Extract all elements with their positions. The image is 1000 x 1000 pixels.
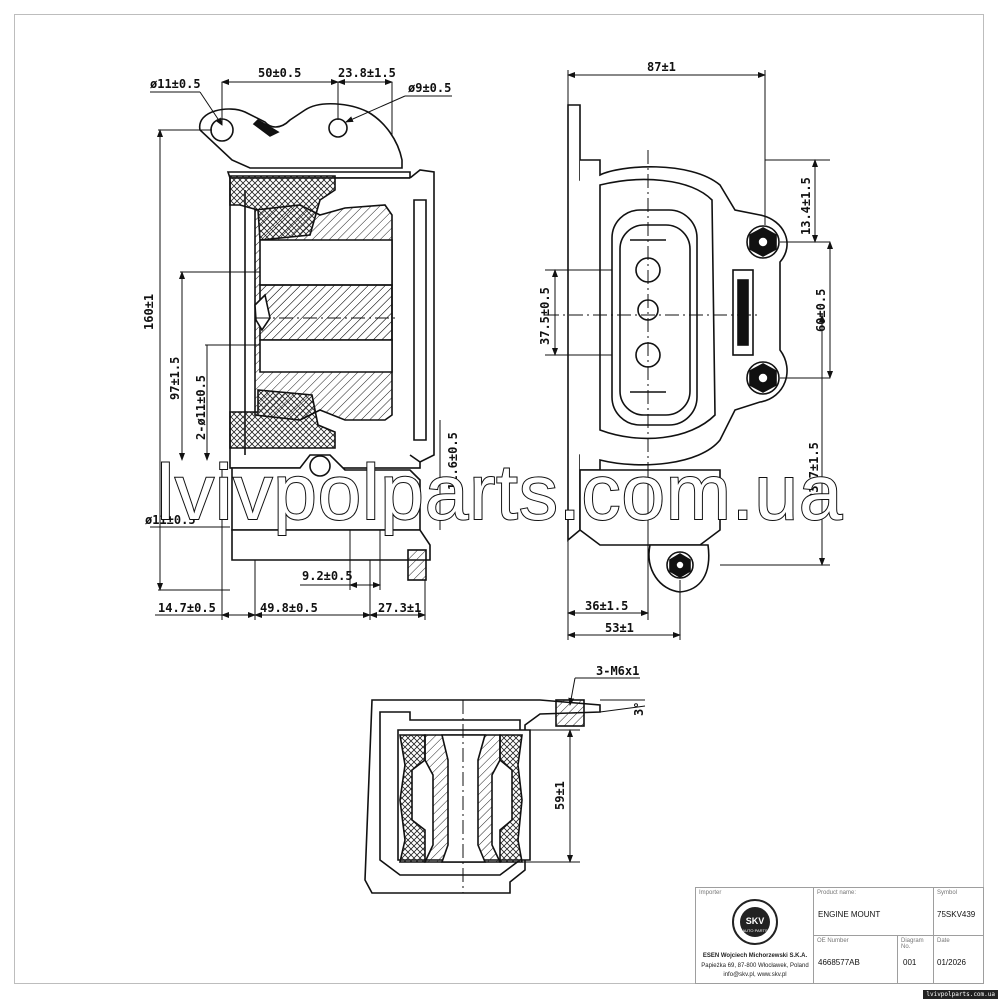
dim-base-2: 49.8±0.5 xyxy=(260,601,318,615)
product-name-label: Product name: xyxy=(817,890,857,896)
oe-number: 4668577AB xyxy=(818,958,860,967)
oe-label: OE Number xyxy=(817,938,849,944)
product-name: ENGINE MOUNT xyxy=(818,910,881,919)
dim-base-1: 14.7±0.5 xyxy=(158,601,216,615)
importer-name: ESEN Wojciech Michorzewski S.K.A. xyxy=(702,953,808,959)
dim-offset-small: 9.2±0.5 xyxy=(302,569,353,583)
symbol-value: 75SKV439 xyxy=(937,910,976,919)
dim-height-total: 160±1 xyxy=(142,294,156,330)
right-front-view xyxy=(545,104,788,593)
diagram-label: Diagram No. xyxy=(901,938,924,950)
date-label: Date xyxy=(937,938,950,944)
dim-holes-pair: 2-ø11±0.5 xyxy=(194,375,208,440)
importer-cell: Importer SKV AUTO PARTS ESEN Wojciech Mi… xyxy=(696,888,814,983)
date-cell: Date 01/2026 xyxy=(934,936,983,983)
dim-hole-bottom: ø11±0.5 xyxy=(145,513,196,527)
dim-base-right-2: 53±1 xyxy=(605,621,634,635)
dim-width-top-1: 50±0.5 xyxy=(258,66,301,80)
dim-angle: 3° xyxy=(632,702,646,716)
dim-height-bottom: 59±1 xyxy=(553,781,567,810)
importer-label: Importer xyxy=(699,890,722,896)
importer-address: Papieżka 69, 87-800 Włocławek, Poland xyxy=(701,963,809,969)
dim-base-right-1: 36±1.5 xyxy=(585,599,628,613)
logo-text: SKV xyxy=(746,916,765,926)
skv-logo: SKV AUTO PARTS xyxy=(732,899,778,945)
dim-base-3: 27.3±1 xyxy=(378,601,421,615)
title-block: Importer SKV AUTO PARTS ESEN Wojciech Mi… xyxy=(695,887,984,984)
left-section-view xyxy=(199,102,435,590)
dim-thread: 3-M6x1 xyxy=(596,664,639,678)
dim-height-lower: 83.7±1.5 xyxy=(807,442,821,500)
dimension-labels: ø11±0.5 50±0.5 23.8±1.5 ø9±0.5 160±1 97±… xyxy=(142,60,828,810)
dim-offset-top-right: 13.4±1.5 xyxy=(799,177,813,235)
watermark-text: lvivpolparts.com.ua xyxy=(156,447,844,537)
oe-cell: OE Number 4668577AB xyxy=(814,936,898,983)
dim-hole-small: ø9±0.5 xyxy=(408,81,451,95)
diagram-cell: Diagram No. 001 xyxy=(898,936,934,983)
dim-center-height: 37.5±0.5 xyxy=(538,287,552,345)
dim-hole-top: ø11±0.5 xyxy=(150,77,201,91)
left-dimension-lines xyxy=(150,79,452,620)
product-name-cell: Product name: ENGINE MOUNT xyxy=(814,888,934,936)
dim-offset-right: 11.6±0.5 xyxy=(446,432,460,490)
bottom-dimension-lines xyxy=(520,677,646,863)
right-dimension-lines xyxy=(545,70,833,640)
logo-sub: AUTO PARTS xyxy=(742,928,767,933)
symbol-label: Symbol xyxy=(937,890,958,896)
diagram-number: 001 xyxy=(903,958,917,967)
corner-url-badge: lvivpolparts.com.ua xyxy=(923,990,998,999)
date-value: 01/2026 xyxy=(937,958,966,967)
dim-width-top-2: 23.8±1.5 xyxy=(338,66,396,80)
dim-height-mid: 97±1.5 xyxy=(168,357,182,400)
symbol-cell: Symbol 75SKV439 xyxy=(934,888,983,936)
dim-bolt-spacing: 60±0.5 xyxy=(814,289,828,332)
dim-width-right: 87±1 xyxy=(647,60,676,74)
bottom-side-view xyxy=(364,699,601,894)
importer-contact: info@skv.pl, www.skv.pl xyxy=(723,972,787,978)
